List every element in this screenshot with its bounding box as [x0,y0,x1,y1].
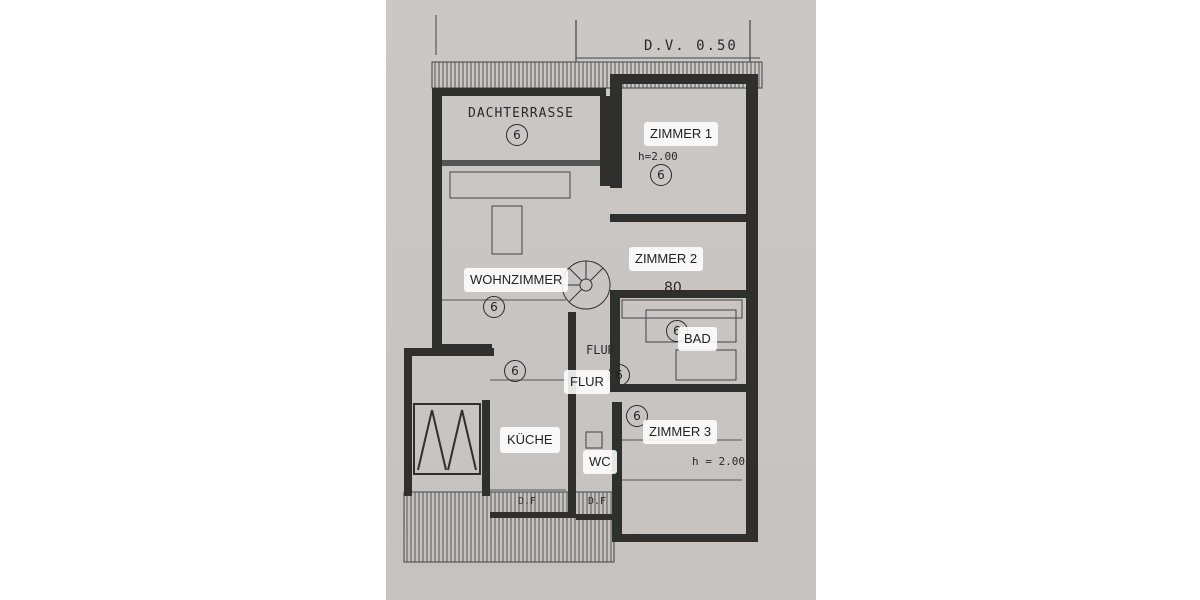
dimension-line-top [435,15,760,62]
height-note-zimmer3: h = 2.00 [692,455,745,468]
stair-window-block [413,403,481,475]
room-name-flur-printed: FLUR [586,343,615,357]
df-note-wc: D.F [588,496,607,507]
room-label-wohnzimmer: WOHNZIMMER [464,268,569,292]
floor-plan-sheet: D.V. 0.50 DACHTERRASSE 6 h=2.00 6 80 6 6… [386,0,816,600]
dimension-note: D.V. 0.50 [644,38,738,54]
level-mark-flur: 6 [608,364,630,386]
room-label-wc: WC [583,450,617,474]
level-mark-wohnzimmer: 6 [483,296,505,318]
room-label-bad: BAD [678,327,717,351]
walls [404,74,758,542]
room-label-zimmer-1: ZIMMER 1 [644,122,719,146]
room-label-zimmer-2: ZIMMER 2 [629,247,704,271]
spiral-stair [561,260,611,310]
room-label-flur: FLUR [564,370,610,394]
roof-edge-bottom [403,491,615,563]
furniture [449,171,743,449]
level-mark-zimmer3: 6 [626,405,648,427]
level-mark-living-lower: 6 [504,360,526,382]
level-mark-zimmer1: 6 [650,164,672,186]
room-label-zimmer-3: ZIMMER 3 [643,420,718,444]
room-name-dachterrasse: DACHTERRASSE [468,106,574,121]
floor-plan-drawing [403,15,763,563]
level-mark-dachterrasse: 6 [506,124,528,146]
height-note-zimmer1: h=2.00 [638,150,678,163]
df-note-kitchen: D.F [518,496,537,507]
dimension-80: 80 [664,280,682,296]
room-label-kueche: KÜCHE [500,427,560,453]
